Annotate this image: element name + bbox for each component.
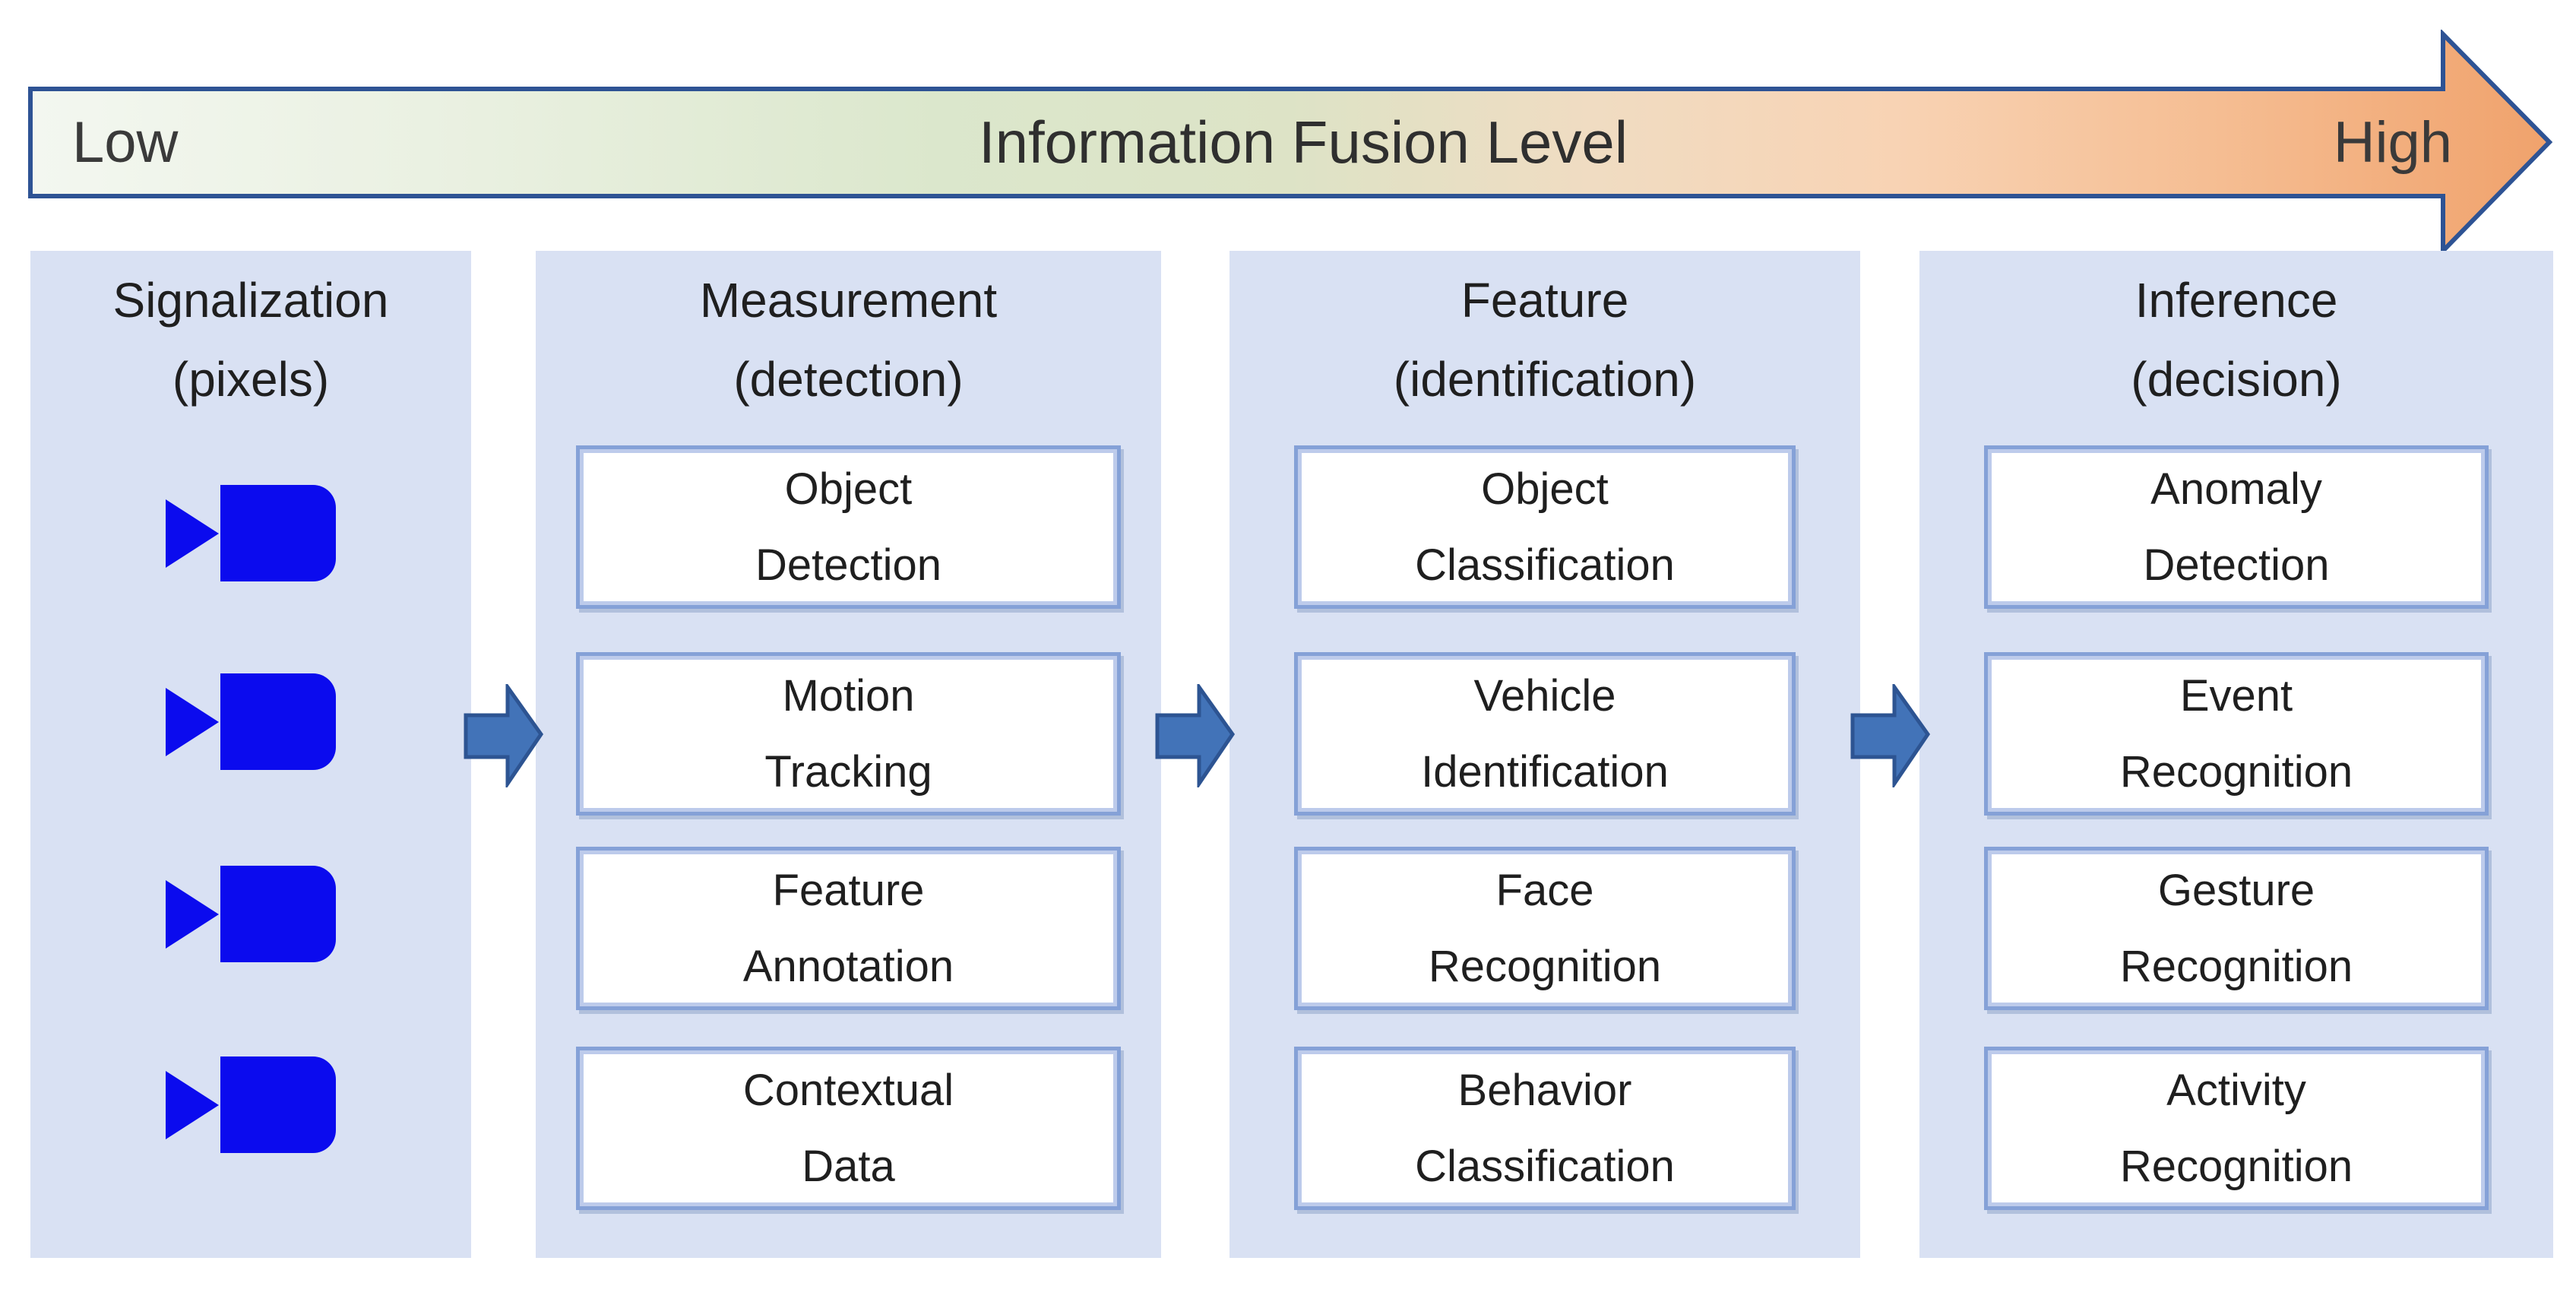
box-anomaly-detection: Anomaly Detection (1984, 445, 2489, 609)
flow-arrow-icon (464, 684, 544, 787)
box-label-line: Event (2179, 670, 2293, 721)
box-label-line: Object (784, 464, 913, 514)
video-camera-icon (166, 485, 336, 581)
box-label-line: Tracking (764, 746, 932, 797)
box-gesture-recognition: Gesture Recognition (1984, 847, 2489, 1010)
box-vehicle-identification: Vehicle Identification (1294, 652, 1796, 816)
box-label-line: Behavior (1457, 1065, 1632, 1115)
box-label-line: Activity (2166, 1065, 2306, 1115)
column-title-line: (detection) (733, 352, 964, 407)
box-label-line: Classification (1415, 540, 1675, 590)
column-title: Inference (decision) (1919, 261, 2553, 419)
box-activity-recognition: Activity Recognition (1984, 1047, 2489, 1210)
box-label-line: Detection (2143, 540, 2330, 590)
column-title-line: Signalization (112, 273, 389, 328)
column-inference: Inference (decision) Anomaly Detection E… (1919, 251, 2553, 1258)
box-label-line: Gesture (2157, 865, 2315, 915)
box-label-line: Object (1481, 464, 1609, 514)
video-camera-icon (166, 1056, 336, 1153)
column-title-line: (identification) (1393, 352, 1697, 407)
box-feature-annotation: Feature Annotation (576, 847, 1121, 1010)
box-label-line: Detection (755, 540, 942, 590)
column-title-line: Measurement (699, 273, 998, 328)
column-title-line: (pixels) (172, 352, 330, 407)
flow-arrow-icon (1155, 684, 1236, 787)
column-title-line: (decision) (2131, 352, 2342, 407)
column-title-line: Feature (1460, 273, 1629, 328)
video-camera-icon (166, 673, 336, 770)
box-label-line: Recognition (1428, 941, 1662, 991)
fusion-level-arrow (28, 30, 2553, 255)
box-label-line: Recognition (2119, 1141, 2353, 1191)
banner-low-label: Low (72, 110, 179, 175)
box-event-recognition: Event Recognition (1984, 652, 2489, 816)
box-label-line: Annotation (742, 941, 954, 991)
box-label-line: Contextual (742, 1065, 954, 1115)
box-contextual-data: Contextual Data (576, 1047, 1121, 1210)
box-object-detection: Object Detection (576, 445, 1121, 609)
box-object-classification: Object Classification (1294, 445, 1796, 609)
box-label-line: Anomaly (2150, 464, 2322, 514)
column-measurement: Measurement (detection) Object Detection… (536, 251, 1161, 1258)
box-behavior-classification: Behavior Classification (1294, 1047, 1796, 1210)
column-title: Signalization (pixels) (30, 261, 471, 419)
column-title: Measurement (detection) (536, 261, 1161, 419)
column-title: Feature (identification) (1229, 261, 1860, 419)
box-face-recognition: Face Recognition (1294, 847, 1796, 1010)
column-title-line: Inference (2135, 273, 2338, 328)
box-label-line: Feature (772, 865, 925, 915)
box-label-line: Data (802, 1141, 895, 1191)
banner-high-label: High (2333, 110, 2452, 175)
column-feature: Feature (identification) Object Classifi… (1229, 251, 1860, 1258)
video-camera-icon (166, 866, 336, 962)
box-label-line: Recognition (2119, 941, 2353, 991)
box-label-line: Recognition (2119, 746, 2353, 797)
box-label-line: Motion (782, 670, 915, 721)
column-signalization: Signalization (pixels) (30, 251, 471, 1258)
flow-arrow-icon (1850, 684, 1931, 787)
banner-title: Information Fusion Level (978, 109, 1628, 176)
box-motion-tracking: Motion Tracking (576, 652, 1121, 816)
box-label-line: Vehicle (1473, 670, 1616, 721)
box-label-line: Identification (1421, 746, 1669, 797)
box-label-line: Classification (1415, 1141, 1675, 1191)
box-label-line: Face (1495, 865, 1594, 915)
